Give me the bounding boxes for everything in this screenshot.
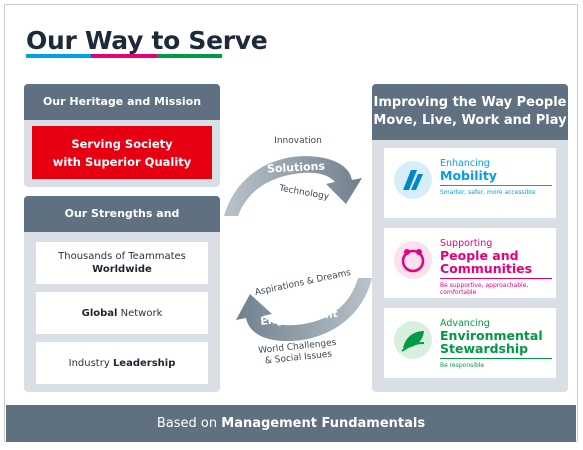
underline-segment-green <box>156 54 222 58</box>
mobility-title: Mobility <box>440 168 497 183</box>
environment-card: Advancing Environmental Stewardship Be r… <box>384 308 556 378</box>
environment-title-line2: Stewardship <box>440 341 529 356</box>
strength-network-rest: Network <box>117 307 163 319</box>
page-title: Our Way to Serve <box>26 26 268 55</box>
strength-teammates-bold: Worldwide <box>92 264 152 275</box>
environment-small: Advancing <box>440 318 490 329</box>
mobility-rule <box>440 185 552 186</box>
underline-segment-blue <box>26 54 92 58</box>
mobility-card: Enhancing Mobility Smarter, safer, more … <box>384 148 556 218</box>
strength-card-teammates: Thousands of Teammates Worldwide <box>36 242 208 284</box>
strength-card-network: Global Network <box>36 292 208 334</box>
solutions-arrow <box>224 156 362 216</box>
improving-header-line2: Move, Live, Work and Play <box>373 113 567 128</box>
mobility-small: Enhancing <box>440 158 490 169</box>
cycle-diagram: Innovation Solutions Technology Aspirati… <box>224 128 372 378</box>
environment-title-line1: Environmental <box>440 328 543 343</box>
strength-leadership-text: Industry Leadership <box>36 357 208 370</box>
strength-leadership-bold: Leadership <box>112 357 176 369</box>
people-title-line1: People and <box>440 248 519 263</box>
footer-pre: Based on <box>156 416 222 431</box>
people-rule <box>440 278 552 279</box>
strength-teammates-line1: Thousands of Teammates <box>58 251 186 262</box>
mobility-tag: Smarter, safer, more accessible <box>440 189 536 196</box>
mission-line-1: Serving Society <box>71 136 173 151</box>
people-small: Supporting <box>440 238 493 249</box>
engagement-arrow <box>236 278 372 342</box>
underline-segment-pink <box>91 54 157 58</box>
strengths-header: Our Strengths and Competencies <box>24 196 220 256</box>
mission-box: Serving Society with Superior Quality <box>32 126 212 179</box>
people-tag-line2: comfortable <box>440 289 477 296</box>
environment-tag: Be responsible <box>440 362 485 369</box>
leaf-icon <box>394 321 432 359</box>
innovation-label: Innovation <box>274 136 322 146</box>
footer-bar: Based on Management Fundamentals <box>6 405 576 442</box>
footer-bold: Management Fundamentals <box>221 416 426 431</box>
strength-network-bold: Global <box>81 307 118 319</box>
people-tag-line1: Be supportive, approachable, <box>440 282 529 289</box>
improving-header-line1: Improving the Way People <box>373 95 567 110</box>
people-title-line2: Communities <box>440 261 533 276</box>
mobility-road-icon <box>394 161 432 199</box>
heritage-header: Our Heritage and Mission <box>24 84 220 120</box>
strength-leadership-pre: Industry <box>68 357 113 369</box>
improving-panel: Improving the Way People Move, Live, Wor… <box>372 84 568 392</box>
strengths-panel: Our Strengths and Competencies Thousands… <box>24 196 220 392</box>
strength-card-leadership: Industry Leadership <box>36 342 208 384</box>
strength-network-text: Global Network <box>36 307 208 320</box>
mission-line-2: with Superior Quality <box>52 154 192 169</box>
cycle-arrows <box>224 156 372 342</box>
environment-rule <box>440 358 552 359</box>
title-underline <box>26 54 222 58</box>
people-communities-icon <box>394 241 432 279</box>
improving-header: Improving the Way People Move, Live, Wor… <box>372 84 568 140</box>
people-card: Supporting People and Communities Be sup… <box>384 228 556 298</box>
heritage-panel: Our Heritage and Mission Serving Society… <box>24 84 220 187</box>
